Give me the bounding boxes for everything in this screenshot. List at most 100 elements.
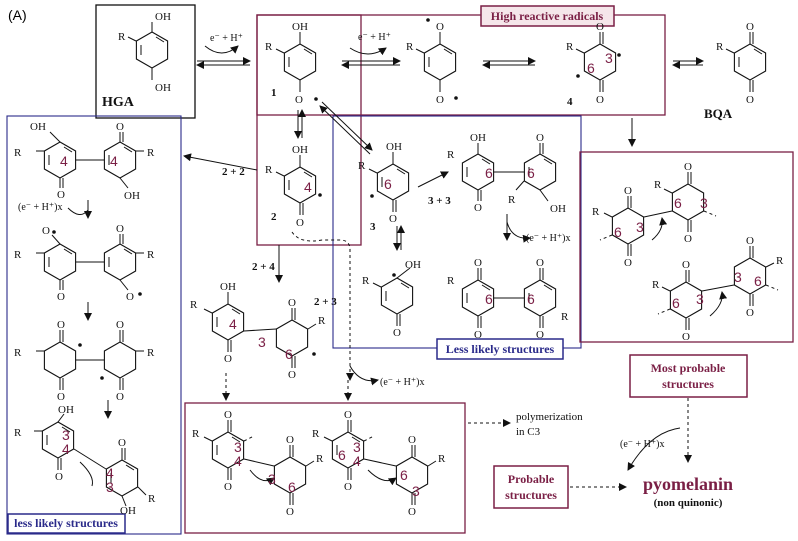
r3-r: R (358, 160, 366, 172)
r4-r: R (566, 41, 574, 53)
radical-1-structure (275, 32, 318, 101)
dimer-22-c (36, 330, 144, 390)
arrow-2-3 (291, 231, 354, 381)
d22a-c4b: 4 (110, 153, 118, 169)
probable-box (184, 402, 466, 534)
d33b-r-right: R (561, 311, 569, 323)
pyomelanin-label: pyomelanin (643, 474, 733, 494)
pb-c6b: 6 (400, 467, 408, 483)
r2-o: O (296, 217, 304, 229)
curved-arrow-eh-pyo (627, 427, 681, 471)
curved-arrow-eh-1 (204, 45, 239, 54)
pb-c4: 4 (353, 453, 361, 469)
d24-c3: 3 (258, 334, 266, 350)
eq-arrow-1-3 (321, 101, 373, 151)
mpb-o4: O (746, 307, 754, 319)
less-likely-lower-title: less likely structures (14, 516, 118, 530)
d22c-o4: O (116, 391, 124, 403)
d22b-o3: O (57, 291, 65, 303)
dimer-22-b (36, 230, 144, 296)
res-o: O (393, 327, 401, 339)
label-1: 1 (271, 87, 277, 99)
d33-oh-top: OH (470, 132, 486, 144)
d22a-r-right: R (147, 147, 155, 159)
radical-3-structure (368, 152, 410, 212)
mpt-r2: R (654, 179, 662, 191)
r4-o-bottom: O (596, 94, 604, 106)
hga-structure (127, 22, 169, 80)
d22b-o1: O (42, 225, 50, 237)
eh-label-2: e⁻ + H⁺ (358, 32, 391, 43)
pb-r-right: R (438, 453, 446, 465)
label-4: 4 (567, 96, 573, 108)
d22c-r-left: R (14, 347, 22, 359)
label-3-3: 3 + 3 (428, 195, 451, 207)
r2-c4: 4 (304, 179, 312, 195)
curved-pa (249, 469, 275, 486)
mpb-c6: 6 (672, 295, 680, 311)
or-o-bottom: O (436, 94, 444, 106)
hga-r: R (118, 31, 126, 43)
label-2-4: 2 + 4 (252, 261, 275, 273)
pa-o3: O (286, 434, 294, 446)
bqa-label: BQA (704, 106, 733, 121)
radical-3-resonance (372, 267, 414, 326)
mpt-c6b: 6 (674, 195, 682, 211)
most-probable-title-2: structures (662, 377, 714, 391)
curved-arrow-eh-2 (349, 47, 387, 56)
r3-c6: 6 (384, 176, 392, 192)
d33-c6a: 6 (485, 165, 493, 181)
less-likely-title-box (436, 338, 564, 360)
hga-label: HGA (102, 95, 135, 110)
d22c-o1: O (57, 319, 65, 331)
probable-title-box (493, 465, 569, 509)
label-2-2: 2 + 2 (222, 166, 245, 178)
most-probable-title-box (629, 354, 748, 398)
bqa-r: R (716, 41, 724, 53)
hga-box (95, 4, 196, 119)
pa-o4: O (286, 506, 294, 518)
curved-mp-bottom (709, 291, 728, 317)
d33-r-left: R (447, 149, 455, 161)
polymerization-label: polymerization (516, 411, 583, 423)
d22d-c3a: 3 (62, 427, 70, 443)
pb-c3b: 3 (412, 483, 420, 499)
d22c-r-right: R (147, 347, 155, 359)
label-3: 3 (370, 221, 376, 233)
eh-label-1: e⁻ + H⁺ (210, 33, 243, 44)
d22d-oh-bottom: OH (120, 505, 136, 517)
r1-r: R (265, 41, 273, 53)
r2-r: R (265, 164, 273, 176)
r3-oh: OH (386, 141, 402, 153)
pa-c6: 6 (288, 479, 296, 495)
d33-o-bottom: O (474, 202, 482, 214)
pb-c6a: 6 (338, 447, 346, 463)
high-reactive-title-box (480, 5, 615, 27)
curved-mp-top (651, 217, 668, 241)
dimer-22-d (34, 413, 147, 507)
probable-struct-a (203, 420, 315, 505)
bqa-structure (725, 32, 767, 92)
d24-oh: OH (220, 281, 236, 293)
r2-oh: OH (292, 144, 308, 156)
d22d-o1: O (55, 471, 63, 483)
most-probable-struct-top (599, 172, 717, 256)
eh-label-33: (e⁻ + H⁺)x (526, 233, 571, 244)
pb-r-left: R (312, 428, 320, 440)
d22d-o2: O (118, 437, 126, 449)
mpb-o2: O (682, 331, 690, 343)
d33b-o1: O (474, 257, 482, 269)
eh-label-pyo: (e⁻ + H⁺)x (620, 439, 665, 450)
d33b-o2: O (536, 257, 544, 269)
mpb-r2: R (776, 255, 784, 267)
d33b-c6a: 6 (485, 291, 493, 307)
r4-o-top: O (596, 21, 604, 33)
d24-c6: 6 (285, 346, 293, 362)
d33-o-top: O (536, 132, 544, 144)
d22d-r-right: R (148, 493, 156, 505)
curved-arrow-eh-23 (349, 365, 379, 386)
d33b-o3: O (474, 329, 482, 341)
r4-c3: 3 (605, 50, 613, 66)
d33b-r-left: R (447, 275, 455, 287)
res-oh: OH (405, 259, 421, 271)
